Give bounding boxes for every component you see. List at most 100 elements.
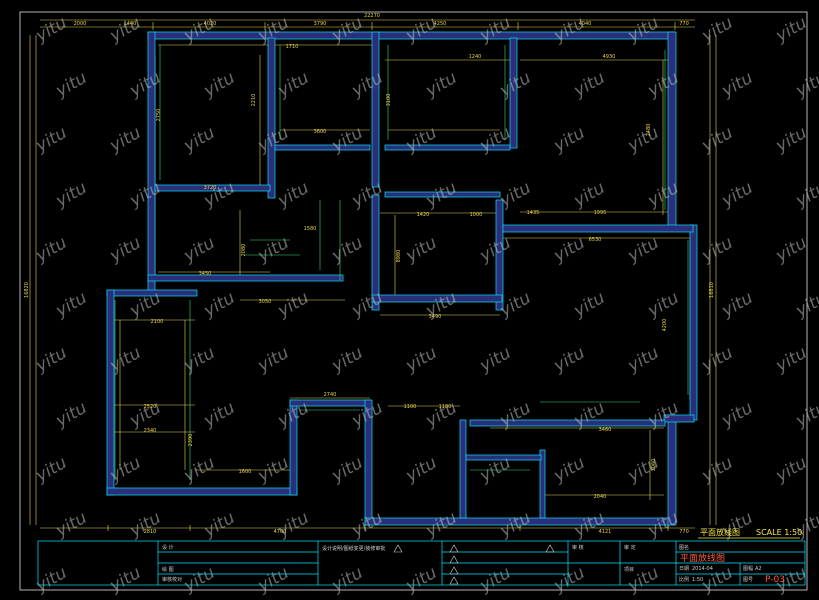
watermark-text: yitu (348, 178, 387, 212)
date-value: 2014-04 (692, 566, 713, 572)
dim-room-24: 3100 (386, 94, 392, 107)
watermark-text: yitu (328, 343, 367, 377)
watermark-text: yitu (772, 233, 811, 267)
interior-linework (114, 45, 689, 480)
watermark-text: yitu (476, 123, 515, 157)
watermark-text: yitu (402, 343, 441, 377)
watermark-text: yitu (422, 68, 461, 102)
label-review: 审 核 (572, 544, 584, 551)
dim-room-30: 1995 (594, 210, 607, 216)
watermark-text: yitu (348, 288, 387, 322)
dim-room-12: 2740 (324, 392, 337, 398)
watermark-text: yitu (348, 68, 387, 102)
watermark-text: yitu (570, 288, 609, 322)
watermark-text: yitu (570, 178, 609, 212)
watermark-text: yitu (422, 508, 461, 542)
dim-room-6: 3450 (199, 271, 212, 277)
watermark-text: yitu (718, 288, 757, 322)
watermark-text: yitu (422, 398, 461, 432)
dim-top-7: 770 (679, 21, 689, 27)
dim-room-23: 3060 (651, 459, 657, 472)
watermark-text: yitu (328, 13, 367, 47)
watermark-text: yitu (402, 13, 441, 47)
watermark-text: yitu (496, 508, 535, 542)
watermark-text: yitu (52, 178, 91, 212)
watermark-text: yitu (402, 233, 441, 267)
watermark-text: yitu (52, 68, 91, 102)
watermark-text: yitu (328, 563, 367, 597)
watermark-text: yitu (328, 123, 367, 157)
watermark-text: yitu (550, 13, 589, 47)
dim-room-22: 2080 (241, 244, 247, 257)
watermark-text: yitu (792, 178, 819, 212)
watermark-text: yitu (200, 68, 239, 102)
walls (106, 31, 698, 526)
watermark-text: yitu (550, 453, 589, 487)
watermark-text: yitu (52, 508, 91, 542)
watermark-text: yitu (254, 563, 293, 597)
watermark-text: yitu (570, 508, 609, 542)
watermark-text: yitu (698, 453, 737, 487)
dim-bottom-3: 4121 (599, 529, 612, 535)
dim-room-1: 1710 (286, 44, 299, 50)
dim-room-11: 4200 (662, 319, 668, 332)
dim-room-29: 1435 (527, 210, 540, 216)
watermark-text: yitu (126, 68, 165, 102)
label-drawing-name: 图名 (679, 544, 689, 551)
watermark-text: yitu (476, 343, 515, 377)
watermark-text: yitu (496, 398, 535, 432)
dim-bottom-1: 2810 (144, 529, 157, 535)
watermark-text: yitu (644, 288, 683, 322)
dim-room-9: 2520 (144, 404, 157, 410)
watermark-text: yitu (698, 343, 737, 377)
watermark-text: yitu (200, 508, 239, 542)
dim-room-17: 3050 (259, 299, 272, 305)
watermark-text: yitu (792, 288, 819, 322)
watermark-text: yitu (180, 563, 219, 597)
watermark-text: yitu (772, 13, 811, 47)
watermark-text: yitu (32, 123, 71, 157)
watermark-text: yitu (254, 343, 293, 377)
dim-room-31: 1420 (417, 212, 430, 218)
watermark-text: yitu (180, 453, 219, 487)
watermark-text: yitu (106, 13, 145, 47)
label-design: 设 计 (162, 544, 174, 551)
label-date: 日期 (679, 566, 689, 572)
dim-room-2: 3600 (314, 129, 327, 135)
scale-label: SCALE 1:50 (756, 528, 802, 537)
watermark-text: yitu (274, 508, 313, 542)
watermark-text: yitu (402, 563, 441, 597)
watermark-text: yitu (126, 508, 165, 542)
dim-room-13: 1100 (404, 404, 417, 410)
watermark-text: yitu (698, 233, 737, 267)
dim-top-1: 2000 (74, 21, 87, 27)
label-check: 审核校对 (162, 576, 182, 583)
label-proj: 项目 (624, 567, 634, 573)
dim-room-27: 2480 (646, 124, 652, 137)
watermark-text: yitu (126, 398, 165, 432)
watermark-text: yitu (32, 13, 71, 47)
watermark-text: yitu (644, 508, 683, 542)
dim-top-6: 4040 (579, 21, 592, 27)
dim-room-8: 2100 (151, 319, 164, 325)
watermark-text: yitu (792, 398, 819, 432)
watermark-text: yitu (180, 123, 219, 157)
watermark-text: yitu (52, 288, 91, 322)
dim-room-10: 2340 (144, 428, 157, 434)
watermark-text: yitu (274, 68, 313, 102)
revision-triangles (393, 544, 555, 585)
watermark-text: yitu (106, 563, 145, 597)
dim-room-3: 1240 (469, 54, 482, 60)
dim-room-4: 4930 (603, 54, 616, 60)
watermark-text: yitu (550, 123, 589, 157)
watermark-text: yitu (106, 233, 145, 267)
dim-top-2: 1440 (124, 21, 137, 27)
watermark-text: yitu (274, 178, 313, 212)
dim-room-14: 1180 (439, 404, 452, 410)
sheet-number: P-03 (765, 575, 785, 585)
watermark-text: yitu (180, 13, 219, 47)
watermark-text: yitu (772, 123, 811, 157)
dim-room-16: 3490 (429, 314, 442, 320)
dim-room-15: 3460 (599, 427, 612, 433)
